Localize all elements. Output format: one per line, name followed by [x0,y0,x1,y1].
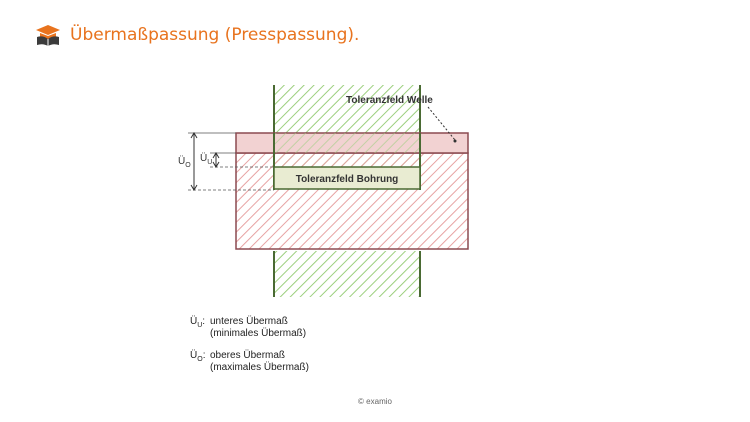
legend-item: ÜU: unteres Übermaß (minimales Übermaß) [190,316,307,339]
label-shaft-field: Toleranzfeld Welle [346,95,433,106]
legend: ÜU: unteres Übermaß (minimales Übermaß) … [190,316,309,384]
legend-line: (minimales Übermaß) [210,328,307,339]
book-graduation-cap-icon [36,25,60,46]
legend-line: (maximales Übermaß) [210,362,309,373]
copyright: © examio [358,397,392,406]
shaft-field-bottom [274,251,420,297]
label-bore-field: Toleranzfeld Bohrung [296,174,399,185]
tolerance-diagram: Toleranzfeld Bohrung Toleranzfeld Welle … [178,85,469,297]
legend-line: unteres Übermaß [210,316,288,327]
legend-line: oberes Übermaß [210,350,286,361]
svg-text:ÜO: ÜO [178,155,191,169]
dimension-upper: ÜO [178,132,198,191]
svg-text:ÜU: ÜU [200,152,212,166]
bore-tolerance-field [273,166,421,190]
legend-item: ÜO: oberes Übermaß (maximales Übermaß) [190,350,309,373]
page-title: Übermaßpassung (Presspassung). [70,25,360,45]
header: Übermaßpassung (Presspassung). [34,24,359,46]
dimension-lower: ÜU [200,152,220,168]
